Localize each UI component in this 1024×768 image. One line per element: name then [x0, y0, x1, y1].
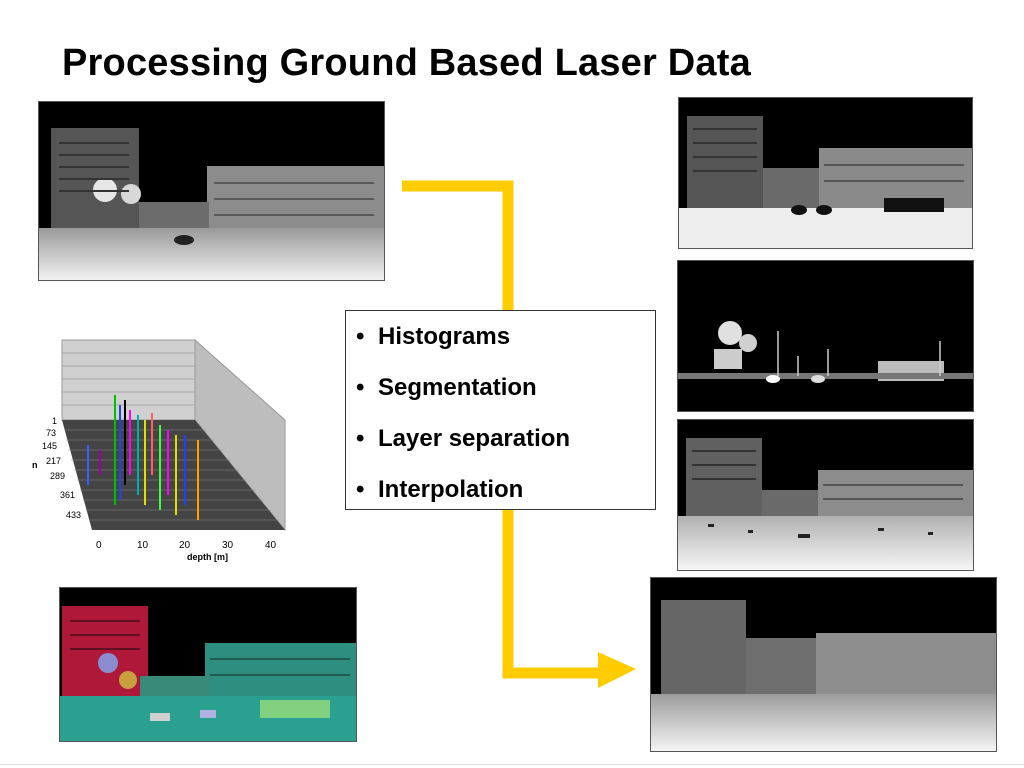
list-item-label: Layer separation [378, 425, 571, 452]
list-item: • Layer separation [356, 419, 655, 470]
y-tick: 289 [50, 471, 65, 481]
list-item-label: Interpolation [378, 476, 524, 503]
bullet-marker: • [356, 425, 365, 452]
layer-separated-image [677, 419, 974, 571]
y-tick: 217 [46, 456, 61, 466]
y-tick: 433 [66, 510, 81, 520]
segmentation-image [59, 587, 357, 742]
list-item: • Segmentation [356, 368, 655, 419]
y-tick: 145 [42, 441, 57, 451]
interpolated-image [650, 577, 997, 752]
bullet-marker: • [356, 374, 365, 401]
y-axis-label: n [32, 460, 38, 470]
y-tick: 361 [60, 490, 75, 500]
x-tick: 30 [222, 540, 234, 551]
right-arrow-icon [598, 652, 636, 688]
x-tick: 40 [265, 540, 277, 551]
layer-background-image [678, 97, 973, 249]
x-tick: 20 [179, 540, 191, 551]
x-tick: 0 [96, 540, 102, 551]
y-tick: 1 [52, 416, 57, 426]
x-tick: 10 [137, 540, 149, 551]
list-item-label: Histograms [378, 323, 511, 350]
bullet-marker: • [356, 323, 365, 350]
histogram-floor [62, 420, 285, 530]
x-axis-label: depth [m] [187, 552, 228, 562]
y-tick: 73 [46, 428, 56, 438]
histogram-x-ticks: 0 10 20 30 40 [96, 540, 277, 551]
list-item: • Interpolation [356, 470, 655, 521]
list-item-label: Segmentation [378, 374, 537, 401]
histogram-y-ticks: 1 73 145 217 289 361 433 [42, 416, 81, 520]
layer-foreground-image [677, 260, 974, 412]
processing-steps-list: • Histograms • Segmentation • Layer separat… [345, 310, 656, 510]
depth-histogram: 1 73 145 217 289 361 433 n 0 10 20 30 40… [30, 335, 295, 565]
slide-title: Processing Ground Based Laser Data [62, 42, 751, 84]
footer-divider [0, 764, 1024, 765]
raw-depth-image [38, 101, 385, 281]
histogram-bars [87, 395, 199, 520]
bullet-marker: • [356, 476, 365, 503]
list-item: • Histograms [356, 317, 655, 368]
